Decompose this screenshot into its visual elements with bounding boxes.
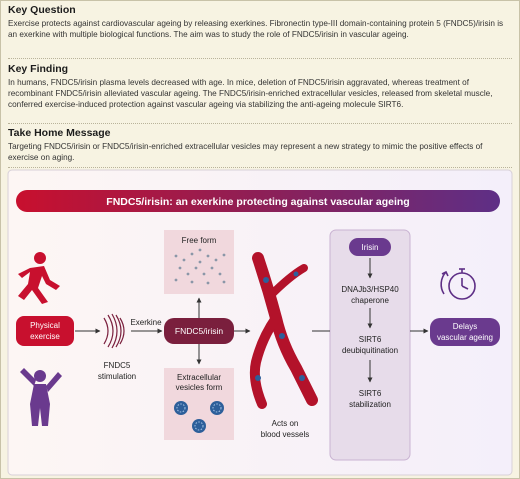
fndc5-irisin-box [164, 318, 234, 344]
vesicle-icons [174, 401, 224, 433]
stopwatch-icon [440, 268, 476, 300]
chaperone-line1: DNAJb3/HSP40 [341, 285, 399, 294]
key-finding-section: Key Finding In humans, FNDC5/irisin plas… [8, 63, 512, 111]
key-question-title: Key Question [8, 4, 76, 16]
irisin-pill [349, 238, 391, 256]
delays-line2: vascular ageing [437, 333, 493, 342]
delays-line1: Delays [453, 322, 477, 331]
acts-on-line1: Acts on [272, 419, 299, 428]
blood-vessel-icon [249, 252, 318, 409]
stabilization-line2: stabilization [349, 400, 391, 409]
fndc5-stimulation-line1: FNDC5 [104, 361, 131, 370]
physical-exercise-line1: Physical [30, 321, 60, 330]
banner-title: FNDC5/irisin: an exerkine protecting aga… [106, 196, 409, 208]
take-home-title: Take Home Message [8, 127, 111, 139]
delays-vascular-ageing-box [430, 318, 500, 346]
mechanism-panel [329, 229, 411, 461]
chaperone-line2: chaperone [351, 296, 389, 305]
fndc5-irisin-label: FNDC5/irisin [175, 326, 223, 336]
graphical-abstract-diagram: FNDC5/irisin: an exerkine protecting aga… [7, 169, 513, 476]
free-form-label: Free form [182, 236, 217, 245]
key-question-section: Key Question Exercise protects against c… [8, 4, 512, 40]
deubiquitination-line2: deubiquitination [342, 346, 398, 355]
take-home-section: Take Home Message Targeting FNDC5/irisin… [8, 127, 512, 163]
fndc5-stimulation-line2: stimulation [98, 372, 136, 381]
running-person-icon [18, 252, 60, 304]
physical-exercise-line2: exercise [30, 332, 60, 341]
physical-exercise-box [16, 316, 74, 346]
muscle-fibre-icon [103, 313, 125, 349]
ev-form-line2: vesicles form [176, 383, 223, 392]
take-home-text: Targeting FNDC5/irisin or FNDC5/irisin-e… [8, 142, 483, 163]
section-divider [8, 58, 512, 59]
stabilization-line1: SIRT6 [359, 389, 382, 398]
stretching-person-icon [20, 368, 62, 426]
key-finding-text: In humans, FNDC5/irisin plasma levels de… [8, 78, 493, 110]
exerkine-label: Exerkine [130, 318, 162, 327]
free-irisin-dots [174, 248, 226, 285]
irisin-label: Irisin [362, 243, 379, 252]
acts-on-line2: blood vessels [261, 430, 309, 439]
ev-form-line1: Extracellular [177, 373, 221, 382]
key-finding-title: Key Finding [8, 63, 69, 75]
section-divider [8, 123, 512, 124]
key-question-text: Exercise protects against cardiovascular… [8, 19, 504, 40]
banner [16, 190, 500, 212]
section-divider [8, 167, 512, 168]
deubiquitination-line1: SIRT6 [359, 335, 382, 344]
